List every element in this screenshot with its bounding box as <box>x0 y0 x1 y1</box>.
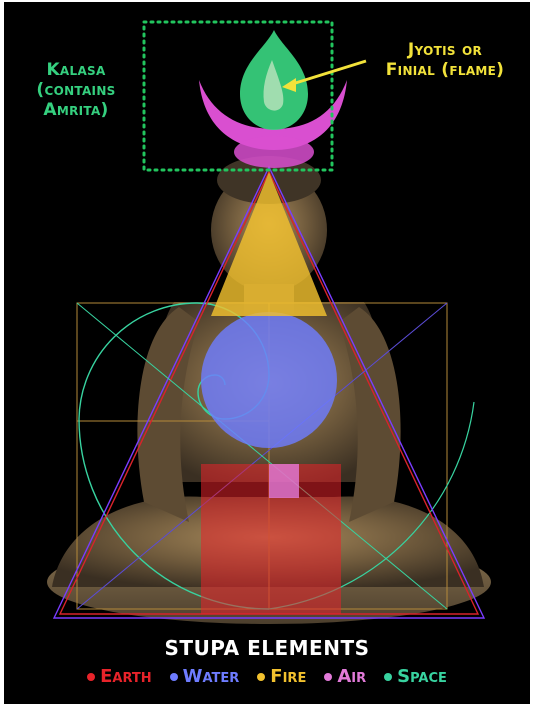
kalasa-label: Kalasa (contains Amrita) <box>16 60 136 120</box>
jyotis-label-line-2: Finial (flame) <box>360 60 530 80</box>
diagram-frame: Kalasa (contains Amrita) Jyotis or Finia… <box>4 2 530 704</box>
kalasa-label-line-2: (contains <box>16 80 136 100</box>
legend-item-earth: Earth <box>87 666 152 687</box>
jyotis-label: Jyotis or Finial (flame) <box>360 40 530 80</box>
legend: Earth Water Fire Air Space <box>4 666 530 687</box>
legend-dot-space <box>384 673 392 681</box>
air-small-square <box>269 464 299 498</box>
legend-dot-air <box>324 673 332 681</box>
air-lotus-base <box>234 136 314 168</box>
jyotis-label-line-1: Jyotis or <box>360 40 530 60</box>
legend-item-water: Water <box>170 666 240 687</box>
legend-dot-water <box>170 673 178 681</box>
legend-label-water: Water <box>183 666 240 687</box>
legend-label-air: Air <box>337 666 366 687</box>
legend-dot-earth <box>87 673 95 681</box>
water-circle <box>201 312 337 448</box>
kalasa-label-line-3: Amrita) <box>16 100 136 120</box>
legend-label-fire: Fire <box>270 666 306 687</box>
legend-dot-fire <box>257 673 265 681</box>
stupa-elements-title: STUPA ELEMENTS <box>4 636 530 660</box>
legend-item-space: Space <box>384 666 447 687</box>
legend-item-air: Air <box>324 666 366 687</box>
kalasa-label-line-1: Kalasa <box>16 60 136 80</box>
legend-label-earth: Earth <box>100 666 152 687</box>
legend-item-fire: Fire <box>257 666 306 687</box>
legend-label-space: Space <box>397 666 447 687</box>
